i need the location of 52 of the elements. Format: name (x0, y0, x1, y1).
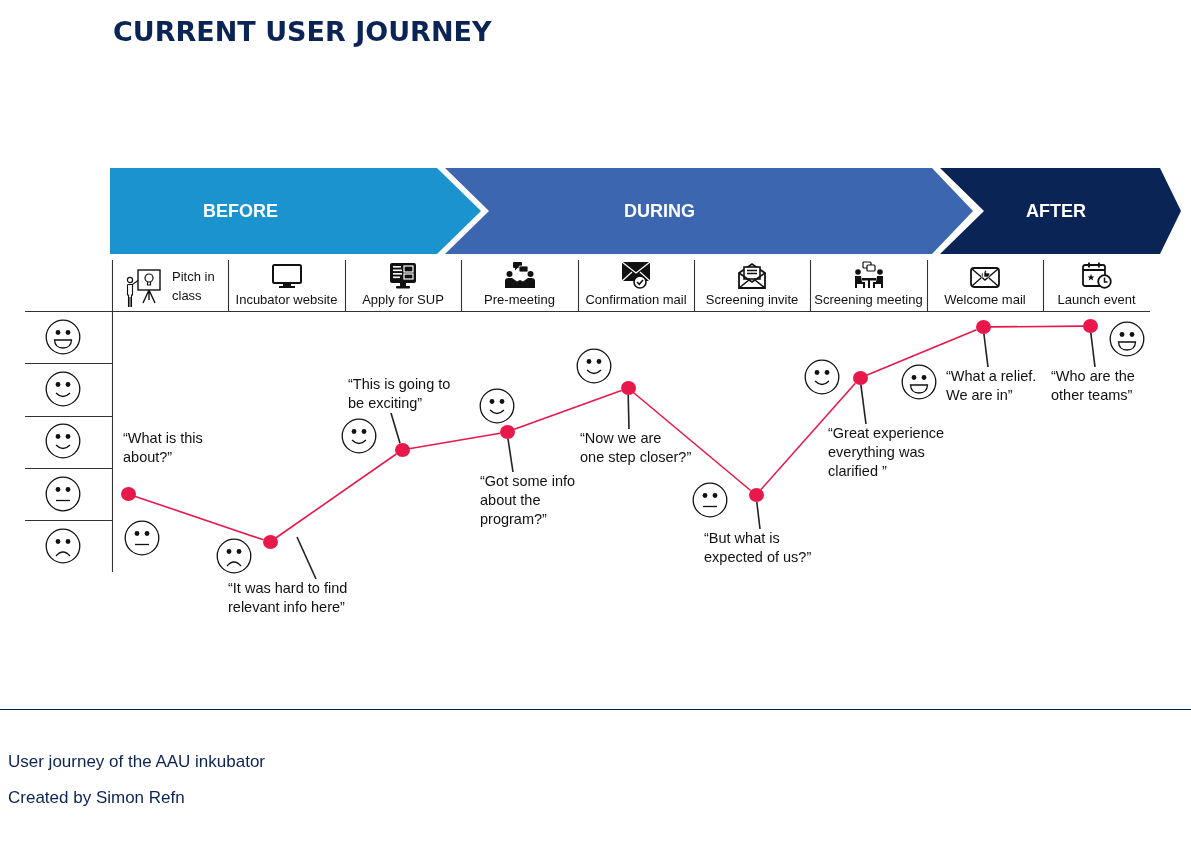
quote-text: “What a relief. We are in” (946, 367, 1037, 405)
quote-text: “But what is expected of us?” (704, 529, 812, 567)
leader-line (983, 333, 989, 368)
journey-line (632, 391, 752, 492)
leader-line (627, 394, 630, 430)
phase-label: BEFORE (203, 200, 278, 222)
journey-point (975, 320, 991, 334)
journey-line (512, 389, 623, 431)
quote-text: “Great experience everything was clarified ” (828, 424, 945, 481)
touchpoint-label: Confirmation mail (584, 292, 688, 308)
quote-text: “What is this about?” (123, 429, 203, 467)
touchpoint-label: Incubator website (234, 292, 339, 308)
quote-text: “This is going to be exciting” (348, 375, 451, 413)
journey-point (120, 487, 136, 501)
quote-text: “Got some info about the program?” (480, 472, 576, 529)
leader-line (756, 501, 761, 530)
leader-line (507, 438, 514, 473)
credit-text: Created by Simon Refn (8, 788, 185, 808)
page-title: CURRENT USER JOURNEY (113, 16, 492, 47)
journey-point (1082, 319, 1098, 333)
touchpoint-label: Screening invite (704, 292, 800, 308)
quote-text: “Who are the other teams” (1051, 367, 1135, 405)
journey-point (499, 425, 515, 439)
phase-label: AFTER (1026, 200, 1086, 222)
quote-text: “Now we are one step closer?” (580, 429, 692, 467)
quote-text: “It was hard to find relevant info here” (228, 579, 348, 617)
journey-point (262, 535, 278, 549)
touchpoint-label: Welcome mail (943, 292, 1027, 308)
journey-line (133, 495, 265, 541)
leader-line (860, 384, 867, 425)
leader-line (296, 536, 317, 580)
journey-point (394, 443, 410, 457)
journey-line (989, 325, 1084, 328)
touchpoint-label: Pitch in class (172, 268, 215, 305)
journey-point (748, 488, 764, 502)
touchpoint-label: Screening meeting (813, 292, 924, 308)
caption-text: User journey of the AAU inkubator (8, 752, 266, 772)
journey-line (408, 432, 501, 450)
journey-line (759, 382, 857, 491)
leader-line (390, 412, 401, 445)
phase-banner (445, 168, 973, 254)
journey-line (865, 328, 978, 377)
touchpoint-label: Pre-meeting (483, 292, 556, 308)
phase-label: DURING (624, 200, 695, 222)
journey-point (852, 371, 868, 385)
leader-line (1090, 332, 1096, 368)
journey-point (620, 381, 636, 395)
phase-banner (940, 168, 1181, 254)
phase-banner (110, 168, 481, 254)
touchpoint-label: Apply for SUP (361, 292, 445, 308)
touchpoint-label: Launch event (1056, 292, 1137, 308)
journey-line (274, 453, 398, 539)
